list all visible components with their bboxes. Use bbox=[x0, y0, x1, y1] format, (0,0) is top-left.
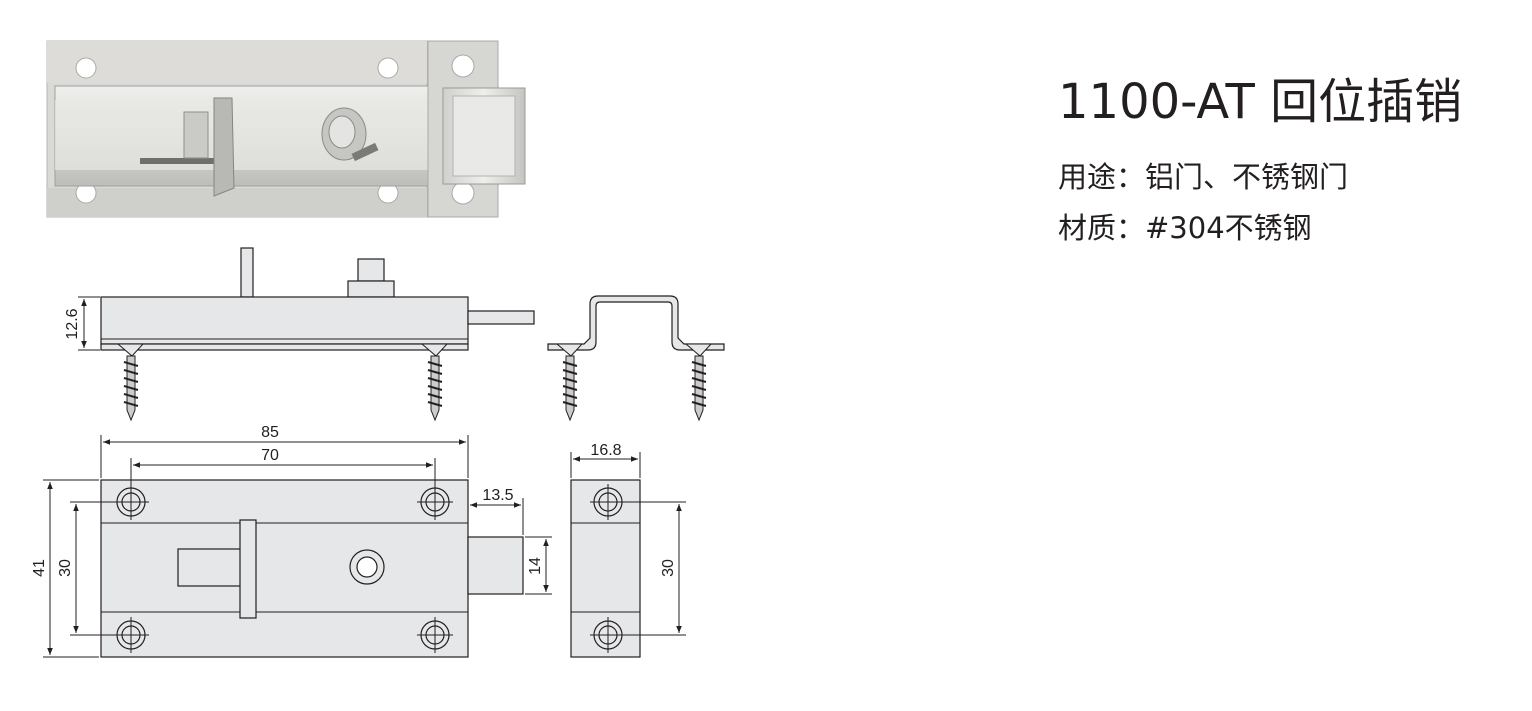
product-material: 材质：#304不锈钢 bbox=[1058, 211, 1312, 245]
dim-bolt-extension: 13.5 bbox=[482, 487, 513, 504]
screw-hole-icon bbox=[417, 484, 453, 520]
product-title: 1100-AT 回位插销 bbox=[1058, 74, 1463, 130]
dim-hole-vertical-spacing: 30 bbox=[57, 559, 74, 577]
product-photo bbox=[46, 40, 526, 218]
dim-keeper-width: 16.8 bbox=[590, 442, 621, 459]
screw-hole-icon bbox=[113, 617, 149, 653]
dim-total-length: 85 bbox=[261, 424, 279, 441]
dim-keeper-hole-spacing: 30 bbox=[660, 559, 677, 577]
keeper-side-view bbox=[547, 295, 725, 422]
dim-body-height: 41 bbox=[31, 559, 48, 577]
dim-hole-spacing: 70 bbox=[261, 447, 279, 464]
screw-icon bbox=[684, 343, 713, 422]
screw-hole-icon bbox=[590, 484, 626, 520]
screw-hole-icon bbox=[113, 484, 149, 520]
dim-bolt-height: 14 bbox=[527, 557, 544, 575]
keeper-front-view: 16.8 30 bbox=[570, 442, 686, 658]
side-view: 12.6 bbox=[64, 247, 535, 422]
screw-icon bbox=[420, 343, 449, 422]
dim-height-side: 12.6 bbox=[64, 308, 81, 339]
screw-icon bbox=[555, 343, 584, 422]
product-usage: 用途：铝门、不锈钢门 bbox=[1058, 160, 1349, 194]
screw-icon bbox=[116, 343, 145, 422]
photo-hole-icon bbox=[75, 57, 97, 79]
screw-hole-icon bbox=[590, 617, 626, 653]
front-view: 85 70 13.5 14 41 30 bbox=[31, 424, 552, 658]
screw-hole-icon bbox=[417, 617, 453, 653]
